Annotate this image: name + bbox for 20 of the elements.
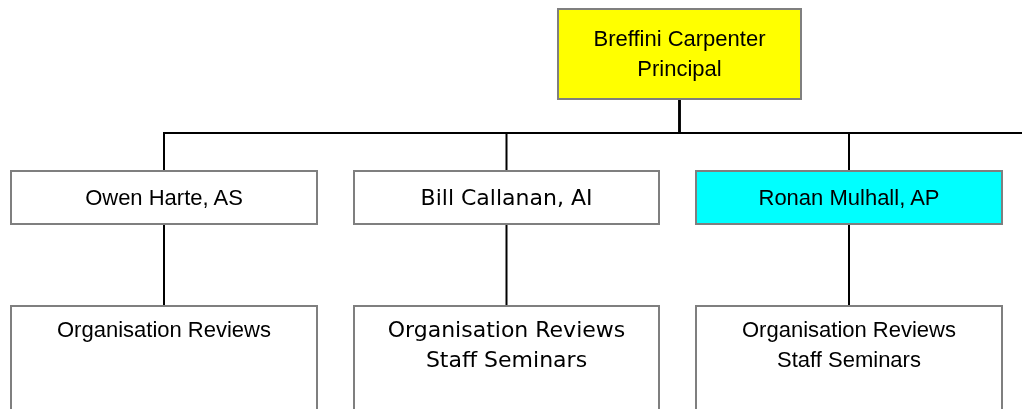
connector-line (678, 99, 1022, 134)
box-text: Organisation Reviews (56, 316, 272, 344)
connector-line (848, 224, 850, 306)
box-text: Staff Seminars (424, 346, 589, 374)
box-text: Breffini Carpenter Principal (592, 25, 767, 83)
box-text: Staff Seminars (776, 346, 922, 374)
duties-box (10, 305, 318, 409)
connector-line (163, 224, 165, 306)
box-text: Ronan Mulhall, AP (757, 183, 941, 212)
box-text: Organisation Reviews (386, 316, 627, 344)
role-box (353, 170, 660, 225)
box-text: Organisation Reviews (741, 316, 957, 344)
role-box (10, 170, 318, 225)
role-box (557, 8, 802, 100)
duties-box (353, 305, 660, 409)
box-text: Bill Callanan, AI (419, 183, 594, 212)
connector-line (505, 224, 508, 306)
role-box (695, 170, 1003, 225)
duties-box (695, 305, 1003, 409)
box-text: Owen Harte, AS (84, 183, 244, 212)
